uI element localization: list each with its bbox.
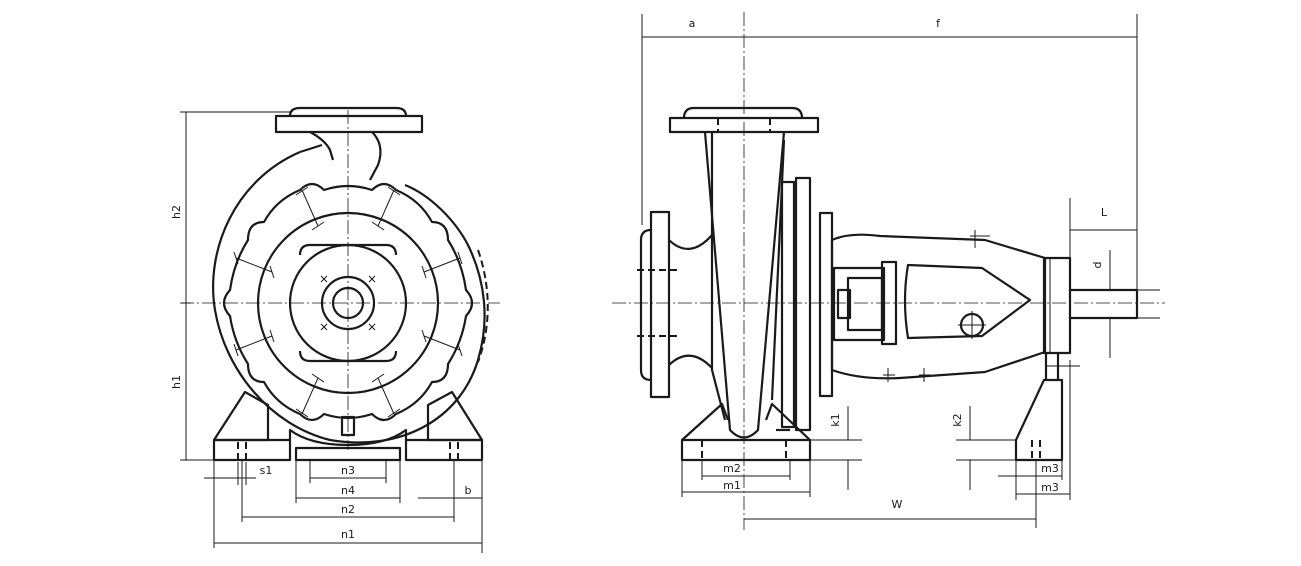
front-foot-right [426,390,484,442]
dim-m [681,460,811,497]
label-n2: n2 [341,503,355,516]
side-discharge-flange [668,116,820,134]
volute-body-side [703,131,786,439]
foot-pad-left [212,438,292,462]
label-n1: n1 [341,528,355,541]
suction-nozzle [668,234,713,369]
label-k2: k2 [951,413,964,426]
bearing-bracket [830,233,1047,380]
bracket-bolts [883,230,990,382]
bracket-window [903,263,1032,340]
discharge-neck-right [369,131,382,181]
discharge-flange-rim [288,106,408,117]
discharge-neck-left [309,131,335,161]
seal-housing [846,276,884,332]
end-cover [1042,256,1072,355]
label-k1: k1 [829,413,842,426]
label-f: f [936,17,941,30]
stuffing-box-outline [298,243,398,363]
volute-casing [212,150,486,444]
label-n3: n3 [341,464,355,477]
shaft-circle [331,286,365,320]
label-L: L [1101,206,1108,219]
dim-W [744,460,1037,528]
suction-bolt-holes [637,269,680,337]
shaft-end [1070,288,1139,320]
front-foot-left [212,390,270,442]
label-a: a [689,17,696,30]
bracket-flange [818,211,834,398]
dim-L [1069,198,1137,290]
label-b: b [465,484,472,497]
label-d: d [1091,262,1104,269]
suction-flange [649,210,671,399]
front-foot-side [681,402,811,441]
label-s1: s1 [260,464,273,477]
label-h1: h1 [170,375,183,389]
volute-tongue [299,143,323,154]
label-m2: m2 [723,462,741,475]
casing-cover-2 [794,176,812,432]
volute-side-left [710,132,727,421]
label-m3-top: m3 [1041,462,1059,475]
dim-d [1104,250,1160,358]
seal-chamber [832,266,886,342]
shaft-seal [836,288,852,320]
rear-foot [1014,378,1064,462]
shaft-sleeve-circle [320,275,376,331]
dim-m3 [998,360,1080,500]
label-n4: n4 [341,484,355,497]
dim-k1 [760,406,862,490]
label-h2: h2 [170,205,183,219]
cover-bolts [233,186,463,418]
volute-hidden-edge [477,249,489,363]
label-m1: m1 [723,479,741,492]
label-m3-bottom: m3 [1041,481,1059,494]
front-foot-side-holes [701,440,787,460]
side-view: a f [612,12,1165,530]
side-discharge-flange-rim [682,106,804,119]
inner-bolt-marks [320,275,376,331]
casing-cover-1 [780,180,796,429]
cover-plate [222,182,474,422]
seal-housing-circle [256,211,440,395]
dim-k2 [956,406,1016,490]
foot-pad-right [404,438,484,462]
shaft-collar [880,260,898,346]
suction-flange-rim [639,228,652,382]
dim-bottom-front [204,460,483,553]
discharge-flange [274,114,424,134]
front-view: h2 h1 s1 n3 n4 n2 n1 b [170,106,500,553]
center-support-plate [294,446,402,462]
dim-h [180,111,290,461]
drain-plug [340,415,356,437]
discharge-bolt-holes [717,118,771,132]
dim-top-side [641,14,1138,300]
casing-support [288,428,408,447]
rear-foot-holes [1031,440,1041,460]
front-foot-side-pad [680,438,812,462]
lifting-eye-cross [958,311,986,339]
label-W: W [892,498,903,511]
